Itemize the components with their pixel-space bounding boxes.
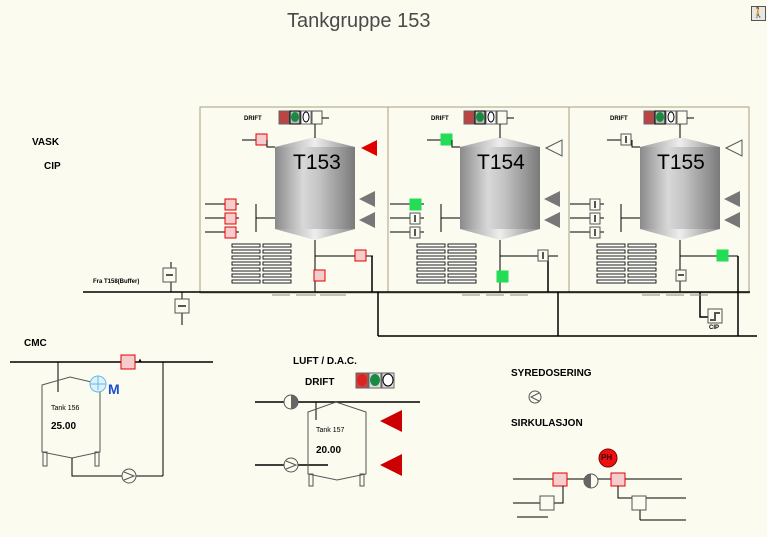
exit-button[interactable]: 🚶 [751, 6, 766, 21]
t155-body[interactable] [640, 147, 720, 229]
buffer-valve-2[interactable] [174, 298, 190, 314]
t154-fill-indicator[interactable] [544, 139, 563, 157]
buffer-valve-1[interactable] [162, 267, 177, 283]
luft-label: LUFT / D.A.C. [293, 356, 357, 367]
t153-label: T153 [293, 151, 341, 174]
sirk-pump[interactable] [583, 473, 599, 489]
sirk-valve-1[interactable] [552, 472, 568, 487]
vask-label: VASK [32, 137, 60, 148]
t153-outlet-valve[interactable] [313, 269, 326, 282]
syredosering-label: SYREDOSERING [511, 368, 592, 379]
luft-drift-label: DRIFT [305, 377, 335, 388]
t155-drift-label: DRIFT [610, 116, 628, 122]
t155-label: T155 [657, 151, 705, 174]
t154-label: T154 [477, 151, 525, 174]
tank-156-value: 25.00 [51, 421, 77, 432]
luft-alarm-triangle-1[interactable] [380, 410, 402, 432]
luft-pump-top[interactable] [283, 394, 299, 410]
t155-level-low [724, 212, 740, 228]
t153-cip-valve-2[interactable] [224, 212, 237, 225]
t155-mode-button[interactable] [676, 110, 688, 125]
cip-label: CIP [44, 161, 61, 172]
t154-stop-button[interactable] [463, 110, 475, 125]
tank-157-value: 20.00 [316, 445, 342, 456]
sirkulasjon-label: SIRKULASJON [511, 418, 583, 429]
cmc-valve[interactable]: ▲ [120, 354, 143, 370]
t155-fill-indicator[interactable] [724, 139, 743, 157]
t154-roof [460, 137, 540, 147]
t153-level-high [359, 191, 375, 207]
t155-outlet-valve-side[interactable] [716, 249, 729, 262]
t154-body[interactable] [460, 147, 540, 229]
t154-level-low [544, 212, 560, 228]
t155-level-high [724, 191, 740, 207]
tank-group-box-t155 [568, 106, 750, 294]
tank-157-outline [307, 401, 367, 481]
t154-level-high [544, 191, 560, 207]
cmc-label: CMC [24, 338, 47, 349]
t154-outlet-valve[interactable] [496, 270, 509, 283]
t153-fill-indicator[interactable] [361, 140, 377, 156]
cmc-mixer-icon[interactable] [89, 375, 107, 393]
person-walking-icon: 🚶 [752, 8, 765, 19]
cip-return-label: CIP [709, 325, 720, 331]
t153-stop-button[interactable] [278, 110, 290, 125]
t153-level-low [359, 212, 375, 228]
t155-bottom [640, 229, 720, 240]
luft-alarm-triangle-2[interactable] [380, 454, 402, 476]
t153-drift-label: DRIFT [244, 116, 262, 122]
t154-inlet-valve[interactable] [440, 133, 453, 146]
tank-156-name: Tank 156 [51, 405, 80, 412]
t153-cip-valve-1[interactable] [224, 198, 237, 211]
t155-stop-button[interactable] [643, 110, 655, 125]
t153-inlet-valve[interactable] [255, 133, 268, 146]
cmc-pump[interactable] [121, 468, 137, 484]
t153-roof [275, 137, 355, 147]
luft-pump-bottom[interactable] [283, 457, 299, 473]
t154-cip-valve-1[interactable] [409, 198, 422, 211]
luft-drift-buttons[interactable] [355, 372, 395, 389]
t155-roof [640, 137, 720, 147]
t153-bottom [275, 229, 355, 240]
svg-text:▲: ▲ [137, 358, 143, 364]
tank-157-name: Tank 157 [316, 427, 345, 434]
syre-pump[interactable] [528, 390, 542, 404]
t154-bottom [460, 229, 540, 240]
page-title: Tankgruppe 153 [287, 10, 431, 32]
tank-156-outline [41, 376, 101, 459]
ph-label: PH [601, 453, 613, 462]
t153-cip-valve-3[interactable] [224, 226, 237, 239]
buffer-line-label: Fra T158(Buffer) [93, 279, 140, 285]
t153-mode-button[interactable] [311, 110, 323, 125]
cip-return-valve[interactable] [707, 308, 723, 324]
mixer-label: M [108, 381, 120, 397]
ph-indicator[interactable] [598, 448, 618, 468]
t154-drift-label: DRIFT [431, 116, 449, 122]
t154-mode-button[interactable] [496, 110, 508, 125]
t153-body[interactable] [275, 147, 355, 229]
sirk-valve-2[interactable] [610, 472, 626, 487]
t153-outlet-valve-side[interactable] [354, 249, 367, 262]
